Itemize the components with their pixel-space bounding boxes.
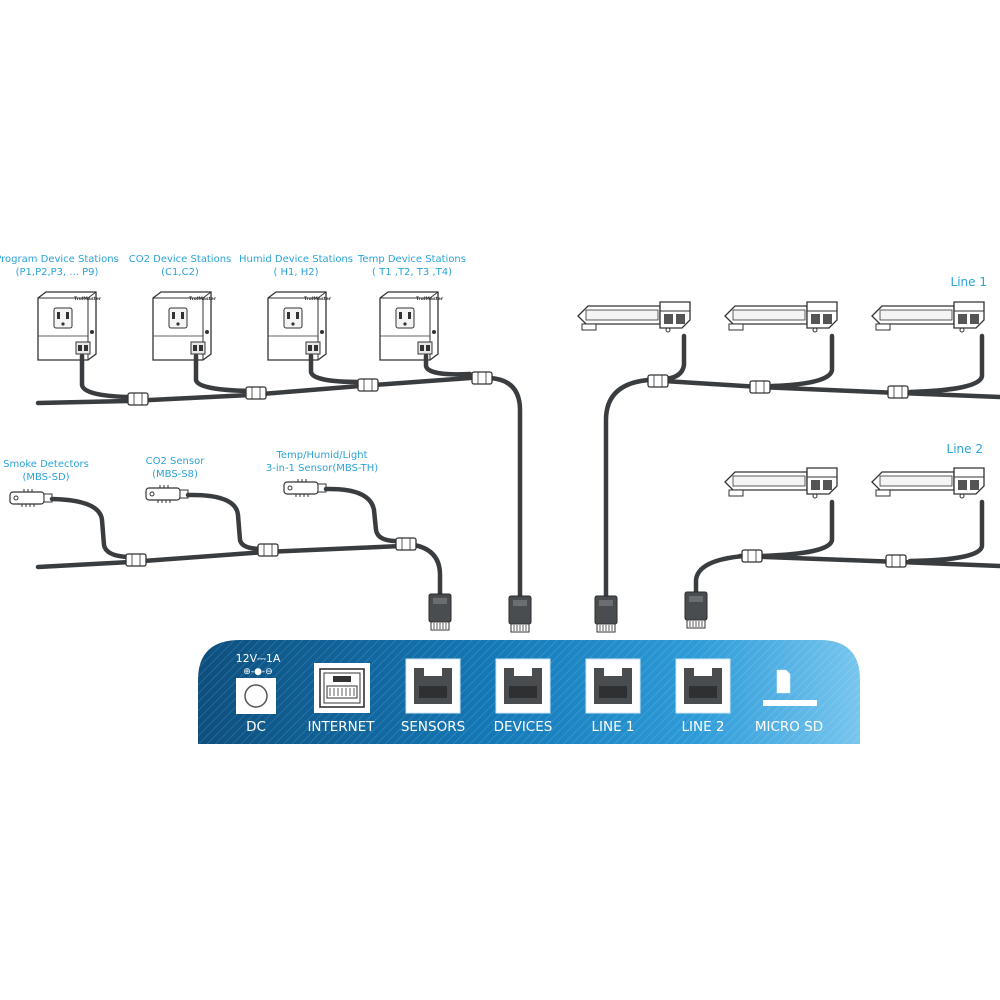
- smoke-detector-probe: [9, 488, 53, 508]
- microsd-label: MICRO SD: [755, 719, 823, 735]
- internet-port[interactable]: [314, 663, 370, 713]
- line1-cables: [603, 333, 1000, 603]
- co2-stations-sub: (C1,C2): [161, 267, 199, 278]
- program-stations-sub: (P1,P2,P3, ... P9): [16, 267, 99, 278]
- dc-polarity: ⊕-●-⊖: [243, 667, 272, 677]
- humid-stations-sub: ( H1, H2): [273, 267, 318, 278]
- smoke-detectors-sub: (MBS-SD): [22, 472, 69, 483]
- line1-plug: [594, 595, 618, 633]
- line2-plug: [684, 591, 708, 629]
- controller-hub: 12V⎓1A ⊕-●-⊖ DC INTERNET SENSORS D: [198, 640, 860, 744]
- device-group-labels: Program Device Stations (P1,P2,P3, ... P…: [0, 254, 466, 278]
- line1-fixture-1: [577, 301, 691, 333]
- line2-fixture-2: [871, 467, 985, 499]
- station-brand: TrolMaster: [304, 296, 332, 302]
- co2-sensor-probe: [145, 484, 189, 504]
- line2-port-label: LINE 2: [681, 719, 724, 735]
- station-brand: TrolMaster: [189, 296, 217, 302]
- line1-fixture-3: [871, 301, 985, 333]
- device-station-humid: TrolMaster: [267, 291, 332, 361]
- sensors-plug: [428, 593, 452, 631]
- sensor-bus-splitters: [125, 537, 417, 567]
- line1-port-label: LINE 1: [591, 719, 634, 735]
- devices-plug: [508, 595, 532, 633]
- internet-label: INTERNET: [307, 719, 375, 735]
- temp-stations-label: Temp Device Stations: [357, 254, 466, 265]
- sensor-bus-cables: [35, 486, 443, 603]
- dc-rating: 12V⎓1A: [236, 652, 281, 665]
- line1-label: Line 1: [951, 275, 987, 289]
- dc-label: DC: [246, 719, 266, 735]
- line2-port[interactable]: [675, 658, 731, 714]
- line1-port[interactable]: [585, 658, 641, 714]
- co2-sensor-label: CO2 Sensor: [146, 456, 206, 467]
- dc-port[interactable]: [236, 678, 276, 714]
- thl-sensor-label: Temp/Humid/Light: [275, 450, 367, 461]
- program-stations-label: Program Device Stations: [0, 254, 119, 265]
- devices-label: DEVICES: [494, 719, 553, 735]
- thl-sensor-sub: 3-in-1 Sensor(MBS-TH): [266, 463, 378, 474]
- co2-stations-label: CO2 Device Stations: [129, 254, 232, 265]
- line2-label: Line 2: [947, 442, 983, 456]
- humid-stations-label: Humid Device Stations: [239, 254, 353, 265]
- co2-sensor-sub: (MBS-S8): [152, 469, 198, 480]
- devices-port[interactable]: [495, 658, 551, 714]
- station-brand: TrolMaster: [74, 296, 102, 302]
- line2-cables: [693, 499, 1000, 599]
- smoke-detectors-label: Smoke Detectors: [3, 459, 89, 470]
- line1-fixture-2: [724, 301, 838, 333]
- temp-stations-sub: ( T1 ,T2, T3 ,T4): [372, 267, 452, 278]
- sensors-port[interactable]: [405, 658, 461, 714]
- device-station-temp: TrolMaster: [379, 291, 444, 361]
- sensor-labels: Smoke Detectors (MBS-SD) CO2 Sensor (MBS…: [3, 450, 378, 483]
- thl-sensor-probe: [283, 478, 327, 498]
- device-station-co2: TrolMaster: [152, 291, 217, 361]
- line2-fixture-1: [724, 467, 838, 499]
- sensors-label: SENSORS: [401, 719, 465, 735]
- microsd-icon: [776, 669, 791, 694]
- device-station-program: TrolMaster: [37, 291, 102, 361]
- microsd-slot[interactable]: [763, 670, 817, 706]
- station-brand: TrolMaster: [416, 296, 444, 302]
